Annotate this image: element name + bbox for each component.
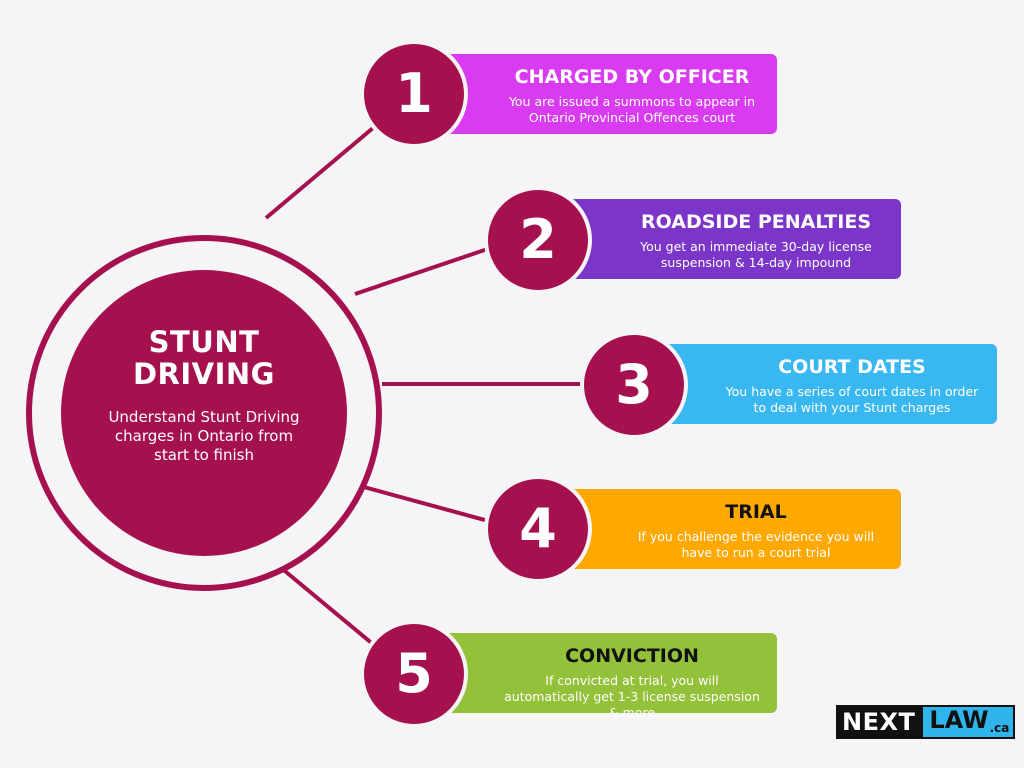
step-title-2: ROADSIDE PENALTIES [640,211,872,233]
hub-subtitle: Understand Stunt Driving charges in Onta… [108,408,300,464]
step-title-1: CHARGED BY OFFICER [514,66,750,88]
step-desc-4: If you challenge the evidence you will h… [637,529,875,560]
step-number-5: 5 [360,620,468,728]
step-card-2: ROADSIDE PENALTIES You get an immediate … [561,199,901,279]
step-number-4: 4 [484,475,592,583]
step-desc-3: You have a series of court dates in orde… [725,384,979,415]
step-desc-5: If convicted at trial, you will automati… [504,673,760,720]
step-number-3: 3 [580,331,688,439]
step-desc-2: You get an immediate 30-day license susp… [640,239,872,270]
logo-ca-text: .ca [989,721,1010,735]
step-title-3: COURT DATES [778,356,926,378]
logo-next-text: NEXT [836,705,922,739]
step-desc-1: You are issued a summons to appear in On… [508,94,756,125]
step-title-4: TRIAL [725,501,787,523]
step-title-5: CONVICTION [565,645,699,667]
step-number-1: 1 [360,40,468,148]
step-card-1: CHARGED BY OFFICER You are issued a summ… [437,54,777,134]
hub-title: STUNT DRIVING [132,325,275,391]
nextlaw-logo: NEXT LAW .ca [836,705,1016,739]
connector-line-1 [264,110,394,220]
logo-law-text: LAW [929,706,989,734]
logo-law-block: LAW .ca [921,705,1016,739]
step-number-2: 2 [484,186,592,294]
step-card-3: COURT DATES You have a series of court d… [657,344,997,424]
step-card-5: CONVICTION If convicted at trial, you wi… [437,633,777,720]
step-card-4: TRIAL If you challenge the evidence you … [561,489,901,569]
hub-circle: STUNT DRIVING Understand Stunt Driving c… [61,270,347,556]
